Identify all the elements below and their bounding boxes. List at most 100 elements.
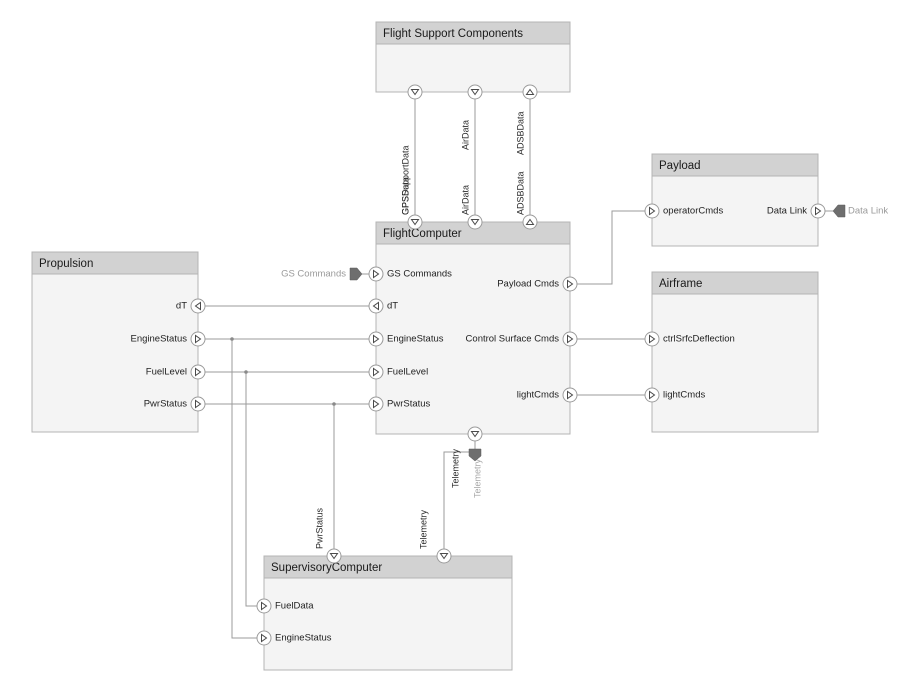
block-airframe[interactable]: Airframe ctrlSrfcDeflection lightCmds	[644, 271, 819, 433]
block-body	[31, 251, 199, 433]
block-title: Payload	[659, 160, 701, 172]
port-label: EngineStatus	[275, 633, 332, 644]
right-triangle-icon	[567, 334, 574, 344]
wire-label-telemetry-lower: Telemetry	[418, 509, 428, 549]
port-payload-datalink[interactable]: Data Link	[767, 203, 826, 219]
block-title: Airframe	[659, 278, 702, 290]
down-triangle-icon	[470, 431, 480, 438]
port-label: ctrlSrfcDeflection	[663, 334, 735, 345]
block-header	[651, 271, 819, 295]
port-label: dT	[176, 301, 187, 312]
wire-label-airdata-top: AirData	[460, 120, 470, 150]
port-fc-adsbdata[interactable]	[522, 214, 538, 230]
port-fc-enginestatus[interactable]: EngineStatus	[368, 331, 444, 347]
port-label: FuelData	[275, 601, 314, 612]
right-triangle-icon	[567, 279, 574, 289]
port-fc-pwrstatus[interactable]: PwrStatus	[368, 396, 431, 412]
junction-fuellevel	[244, 370, 248, 374]
port-label: PwrStatus	[387, 399, 431, 410]
port-gpssupportdata[interactable]	[407, 214, 423, 230]
right-triangle-icon	[195, 367, 202, 377]
port-adsbdata[interactable]	[522, 84, 538, 100]
port-airframe-lightcmds[interactable]: lightCmds	[644, 387, 705, 403]
right-triangle-icon	[567, 390, 574, 400]
right-triangle-icon	[373, 367, 380, 377]
port-label: Control Surface Cmds	[466, 334, 560, 345]
port-sup-telemetry[interactable]	[436, 548, 452, 564]
down-triangle-icon	[439, 553, 449, 560]
wire-label-gpsdata: GPSData	[400, 177, 410, 215]
right-triangle-icon	[373, 399, 380, 409]
block-payload[interactable]: Payload operatorCmds Data Link	[644, 153, 826, 247]
port-airdata[interactable]	[467, 84, 483, 100]
port-fc-dt[interactable]: dT	[368, 298, 398, 314]
block-header	[651, 153, 819, 177]
port-fc-airdata[interactable]	[467, 214, 483, 230]
port-sup-enginestatus[interactable]: EngineStatus	[256, 630, 332, 646]
up-triangle-icon	[525, 218, 535, 225]
block-header	[263, 555, 513, 579]
external-port-data-link[interactable]: Data Link	[832, 204, 888, 218]
port-label: Payload Cmds	[497, 279, 559, 290]
wire-label-telemetry-upper: Telemetry	[450, 448, 460, 488]
port-prop-pwrstatus[interactable]: PwrStatus	[144, 396, 206, 412]
wire-label-gpssupportdata: GPSSupportData	[400, 145, 410, 215]
down-triangle-icon	[470, 89, 480, 96]
port-label: PwrStatus	[144, 399, 188, 410]
block-supervisory-computer[interactable]: SupervisoryComputer FuelData EngineStatu…	[256, 548, 513, 671]
pentagon-left-icon	[832, 204, 846, 218]
port-label: Data Link	[767, 206, 807, 217]
block-body	[651, 271, 819, 433]
port-airframe-ctrlsrfcdeflection[interactable]: ctrlSrfcDeflection	[644, 331, 735, 347]
port-fc-telemetry[interactable]	[467, 426, 483, 442]
block-header	[31, 251, 199, 275]
wire-layer	[198, 92, 838, 639]
wire-telemetry[interactable]	[443, 451, 475, 556]
wire-enginestatus-branch[interactable]	[231, 339, 264, 639]
block-title: Flight Support Components	[383, 28, 523, 40]
wire-label-adsbdata-top: ADSBData	[515, 111, 525, 155]
block-flight-support-components[interactable]: Flight Support Components	[375, 21, 571, 100]
block-propulsion[interactable]: Propulsion dT EngineStatus FuelLevel Pwr…	[31, 251, 206, 433]
left-triangle-icon	[194, 301, 201, 311]
port-prop-enginestatus[interactable]: EngineStatus	[130, 331, 206, 347]
external-port-telemetry[interactable]	[468, 448, 482, 462]
port-label: operatorCmds	[663, 206, 723, 217]
block-title: Propulsion	[39, 258, 93, 270]
port-fc-control-surface-cmds[interactable]: Control Surface Cmds	[466, 331, 578, 347]
block-header	[375, 21, 571, 45]
port-fc-fuellevel[interactable]: FuelLevel	[368, 364, 428, 380]
wire-payloadcmds[interactable]	[570, 210, 652, 285]
right-triangle-icon	[815, 206, 822, 216]
wire-label-adsbdata-bottom: ADSBData	[515, 171, 525, 215]
block-title: FlightComputer	[383, 228, 462, 240]
port-payload-operatorcmds[interactable]: operatorCmds	[644, 203, 723, 219]
wire-label-pwrstatus: PwrStatus	[314, 507, 324, 549]
port-prop-fuellevel[interactable]: FuelLevel	[146, 364, 206, 380]
port-label: EngineStatus	[130, 334, 187, 345]
port-prop-dt[interactable]: dT	[176, 298, 206, 314]
port-sup-fueldata[interactable]: FuelData	[256, 598, 314, 614]
junction-enginestatus	[230, 337, 234, 341]
junction-pwrstatus	[332, 402, 336, 406]
port-sup-pwrstatus[interactable]	[326, 548, 342, 564]
wire-fuellevel-branch[interactable]	[245, 372, 264, 607]
right-triangle-icon	[195, 334, 202, 344]
block-flight-computer[interactable]: FlightComputer GS Commands	[368, 214, 578, 442]
port-fc-gs-commands[interactable]: GS Commands	[368, 266, 452, 282]
port-label: GS Commands	[387, 269, 452, 280]
external-port-gs-commands[interactable]: GS Commands	[281, 267, 363, 281]
external-label: Data Link	[848, 206, 888, 217]
left-triangle-icon	[372, 301, 379, 311]
pentagon-right-icon	[349, 267, 363, 281]
port-fc-payload-cmds[interactable]: Payload Cmds	[497, 276, 578, 292]
port-fc-lightcmds[interactable]: lightCmds	[517, 387, 578, 403]
port-gpsdata[interactable]	[407, 84, 423, 100]
port-label: FuelLevel	[146, 367, 187, 378]
port-label: lightCmds	[517, 390, 559, 401]
right-triangle-icon	[373, 334, 380, 344]
block-title: SupervisoryComputer	[271, 562, 382, 574]
right-triangle-icon	[195, 399, 202, 409]
